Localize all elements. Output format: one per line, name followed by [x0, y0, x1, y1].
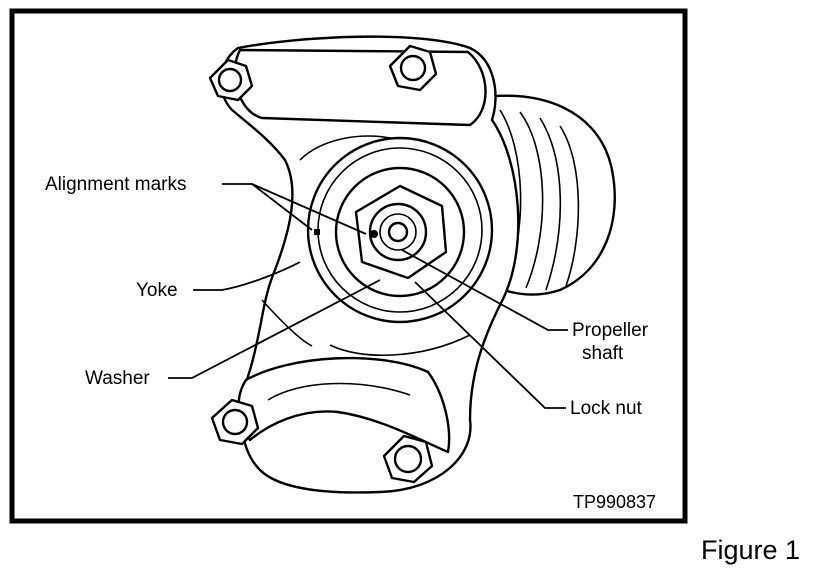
label-propeller-shaft-line2: shaft [582, 343, 624, 364]
bolt-bottom-right [382, 434, 434, 484]
alignment-mark-yoke [314, 229, 320, 235]
propeller-shaft-end [387, 221, 409, 243]
bolt-top-right [388, 44, 438, 92]
figure-code: TP990837 [573, 492, 656, 512]
bolt-bottom-left [210, 398, 260, 446]
figure-caption: Figure 1 [701, 535, 800, 565]
hub-assembly [306, 136, 494, 324]
leader-lines [168, 183, 568, 409]
label-lock-nut: Lock nut [570, 398, 643, 419]
label-washer: Washer [85, 368, 150, 389]
label-yoke: Yoke [136, 280, 178, 301]
label-propeller-shaft-line1: Propeller [572, 320, 649, 341]
bolt-top-left [208, 58, 254, 102]
label-alignment-marks: Alignment marks [45, 174, 187, 195]
alignment-mark-shaft [370, 230, 378, 238]
